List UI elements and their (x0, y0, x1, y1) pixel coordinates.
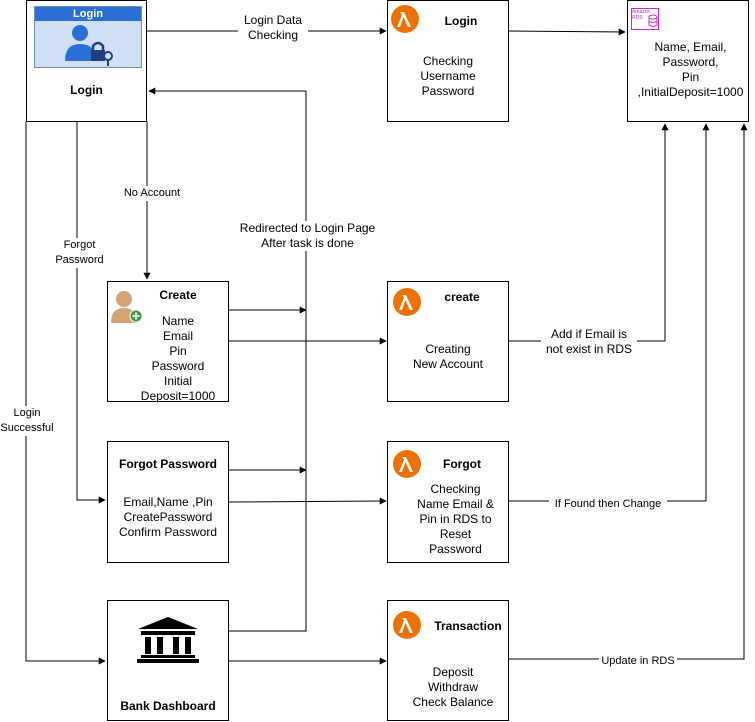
label-forgot: Forgot Password (52, 238, 107, 268)
add-user-icon (111, 291, 143, 323)
login-ui-title: Login (70, 83, 103, 97)
database-icon (648, 14, 658, 27)
user-lock-icon (65, 25, 113, 66)
lambda-transaction-box[interactable]: Transaction Deposit Withdraw Check Balan… (387, 600, 509, 721)
edge-forgot-rds (508, 123, 710, 502)
login-banner-text: Login (73, 8, 103, 20)
forgot-ui-fields: Email,Name ,Pin CreatePassword Confirm P… (118, 495, 218, 539)
rds-box[interactable]: Amazon RDS Name, Email, Password, Pin ,I… (627, 0, 749, 122)
login-window-icon: Login (34, 6, 142, 68)
dashboard-title: Bank Dashboard (120, 699, 216, 713)
dashboard-box[interactable]: Bank Dashboard (107, 600, 229, 721)
label-login-data: Login Data Checking (238, 13, 308, 43)
label-add-email: Add if Email is not exist in RDS (541, 327, 637, 357)
label-redirect: Redirected to Login Page After task is d… (235, 221, 380, 251)
label-login-success: Login Successful (0, 406, 54, 436)
lambda-transaction-title: Transaction (434, 619, 502, 633)
forgot-ui-title: Forgot Password (118, 457, 217, 471)
bank-icon (137, 617, 199, 663)
lambda-create-body: Creating New Account (412, 342, 484, 371)
forgot-ui-box[interactable]: Forgot Password Email,Name ,Pin CreatePa… (107, 441, 229, 563)
lambda-login-title: Login (444, 14, 478, 28)
lambda-create-box[interactable]: create Creating New Account (387, 281, 509, 402)
edge-transaction-rds (508, 123, 748, 660)
lambda-icon (393, 450, 421, 478)
lambda-icon (391, 5, 419, 33)
create-ui-fields: Name Email Pin Password Initial Deposit=… (140, 314, 216, 403)
create-ui-box[interactable]: Create Name Email Pin Password Initial D… (107, 281, 229, 403)
lambda-create-title: create (444, 290, 480, 304)
label-if-found: If Found then Change (549, 497, 667, 512)
edge-login-rds (507, 28, 626, 36)
label-update-rds: Update in RDS (599, 654, 677, 669)
create-ui-title: Create (159, 288, 197, 302)
lambda-transaction-body: Deposit Withdraw Check Balance (412, 665, 494, 709)
edge-login-success (25, 121, 106, 665)
edge-redirect (148, 87, 307, 632)
lambda-icon (393, 288, 421, 316)
lambda-forgot-box[interactable]: Forgot Checking Name Email & Pin in RDS … (387, 441, 509, 563)
lambda-icon (393, 611, 421, 639)
rds-icon: Amazon RDS (631, 8, 659, 30)
edge-forgot (76, 121, 106, 504)
login-banner (35, 7, 141, 21)
rds-badge-text: Amazon RDS (632, 9, 651, 21)
lambda-forgot-title: Forgot (443, 457, 481, 471)
edge-forgot-lambda (228, 497, 387, 505)
lambda-login-box[interactable]: Login Checking Username Password (387, 0, 509, 122)
rds-schema: Name, Email, Password, Pin ,InitialDepos… (637, 40, 744, 99)
lambda-forgot-body: Checking Name Email & Pin in RDS to Rese… (417, 482, 494, 556)
label-no-account: No Account (120, 186, 184, 201)
login-ui-box[interactable]: Login Login (26, 0, 147, 122)
lambda-login-body: Checking Username Password (420, 54, 476, 98)
edge-create-rds (508, 123, 669, 342)
